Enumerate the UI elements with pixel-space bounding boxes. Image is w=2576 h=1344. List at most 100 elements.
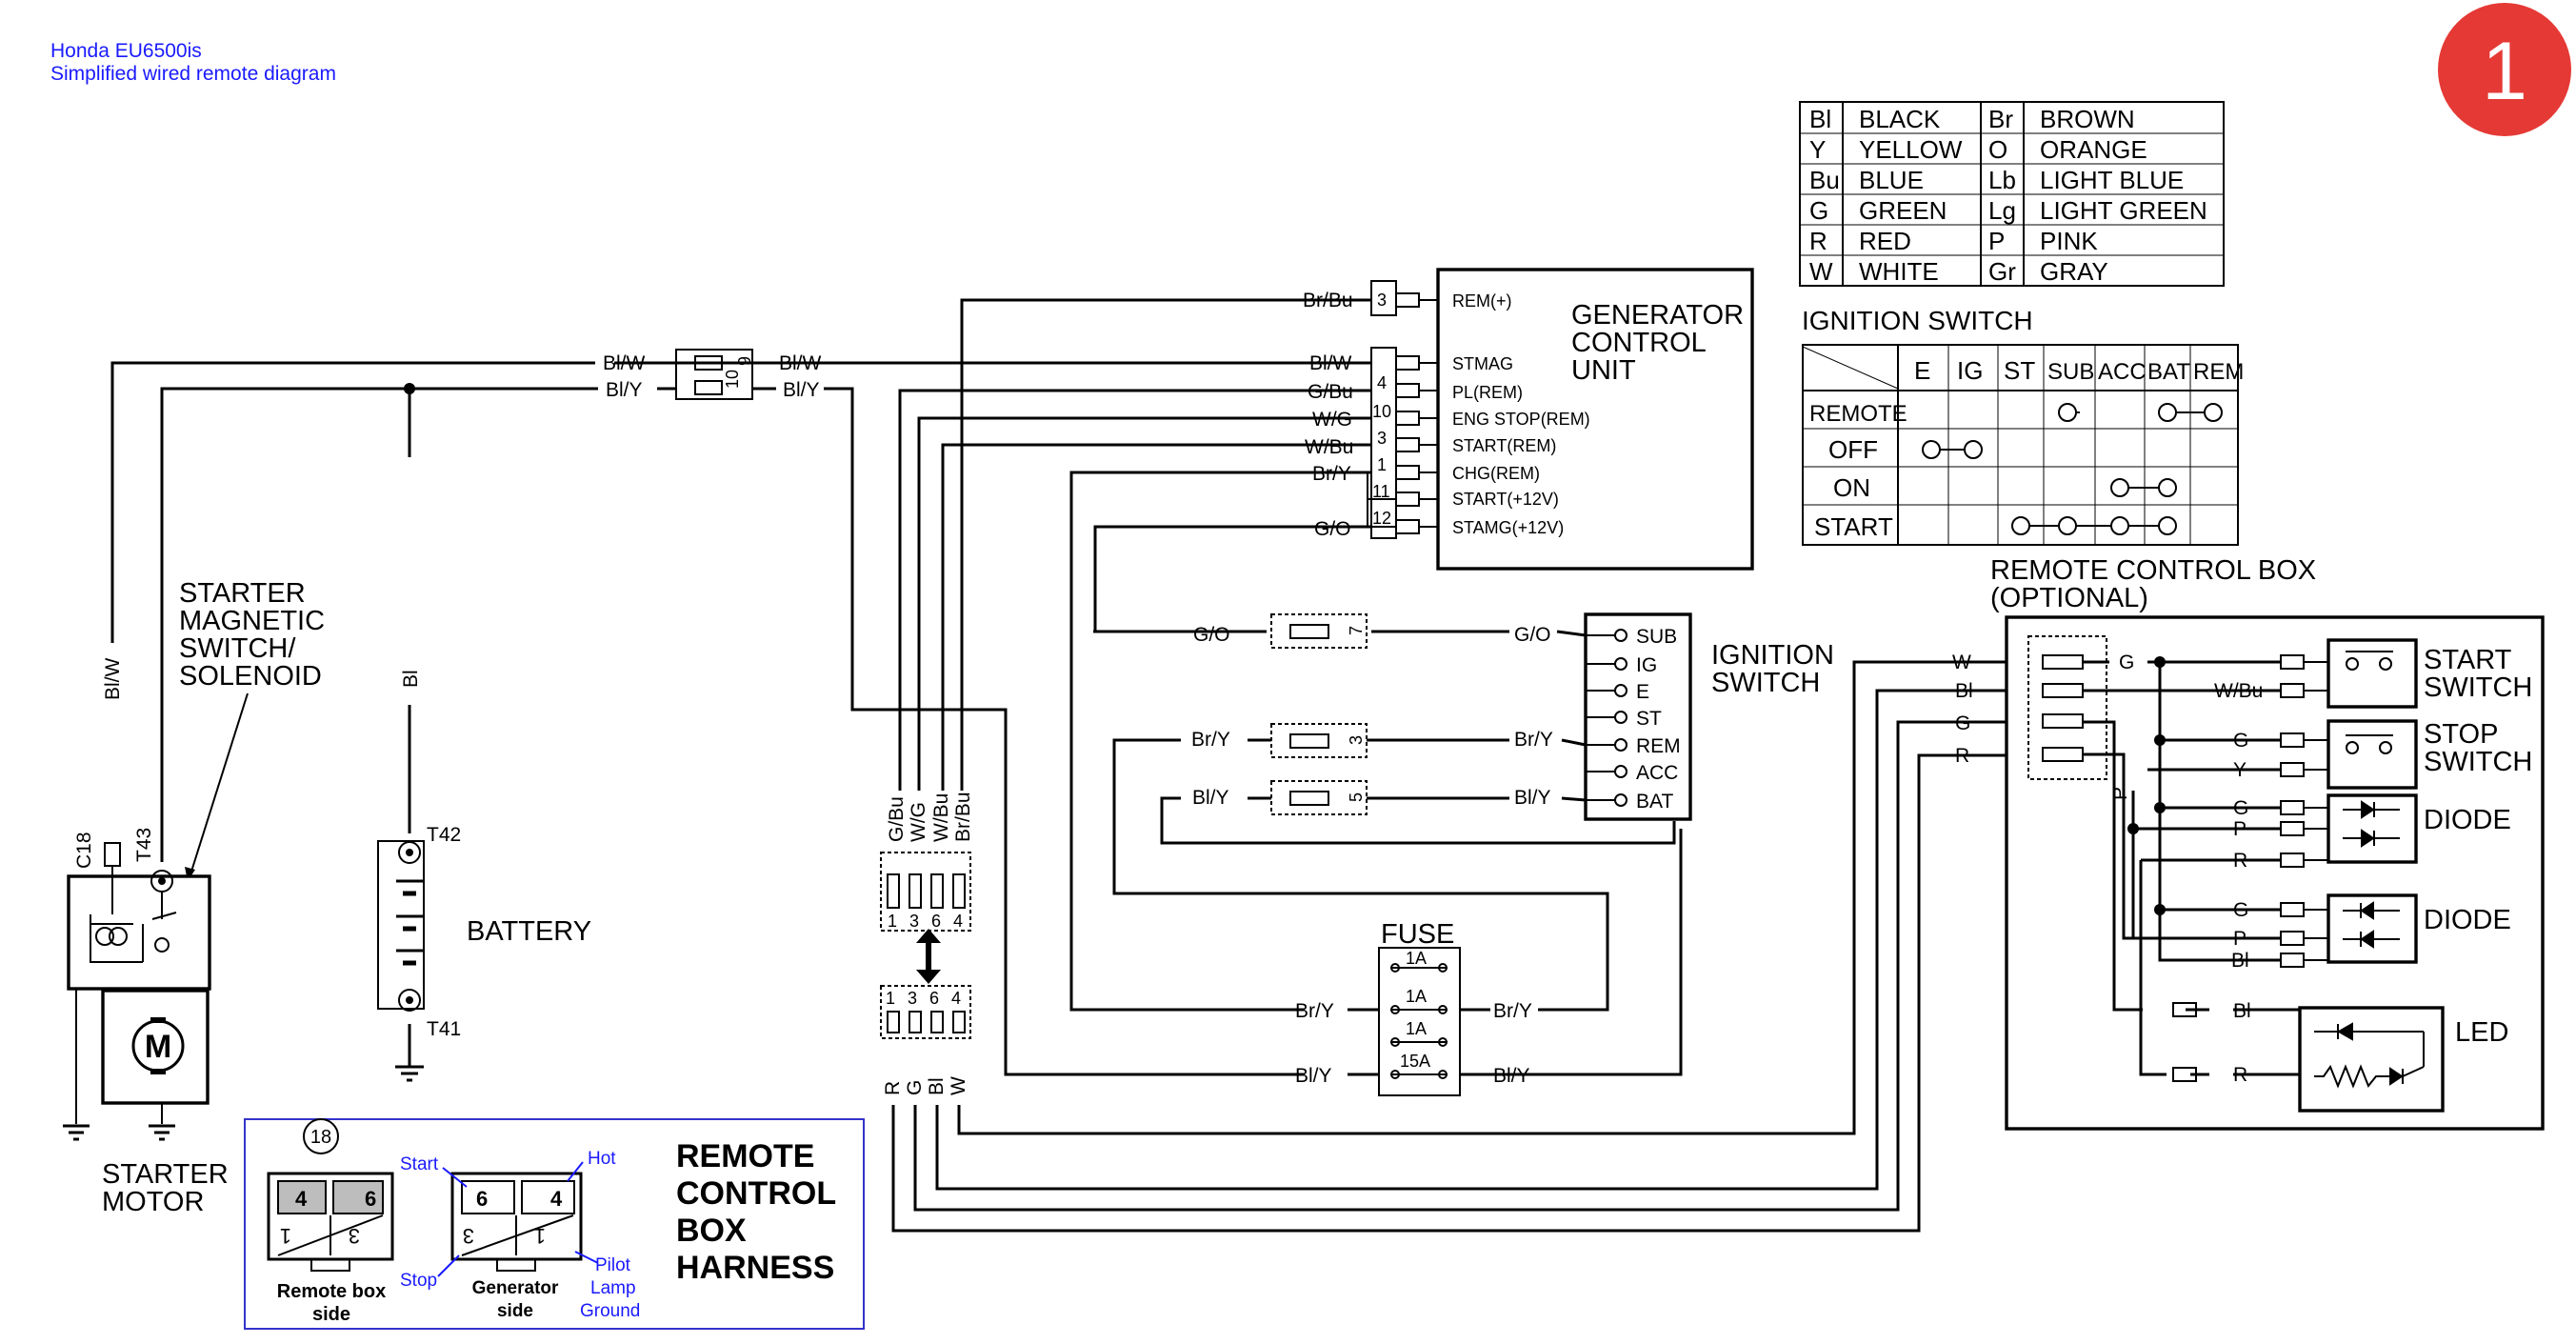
remote-internal-wire: P — [2233, 928, 2247, 950]
gcu-pin-number: 12 — [1372, 509, 1391, 528]
remote-internal-wire: G — [2233, 730, 2248, 752]
legend-code: G — [1809, 196, 1828, 225]
starter-motor-label: MOTOR — [102, 1187, 204, 1217]
harness-lower-wire: W — [948, 1076, 969, 1095]
inset-remote-pin: 3 — [349, 1224, 360, 1248]
remote-box-title: (OPTIONAL) — [1990, 583, 2148, 613]
starter-label: MAGNETIC — [179, 606, 325, 636]
inset-generator-side-label: side — [497, 1301, 533, 1321]
remote-internal-wire: G — [2233, 899, 2248, 921]
battery-terminal: T41 — [427, 1018, 461, 1040]
ignition-switch-title: IGNITION — [1711, 640, 1834, 671]
ignition-terminal: E — [1636, 681, 1649, 703]
fuse-rating: 1A — [1406, 1019, 1427, 1038]
gcu-pin-number: 3 — [1377, 291, 1387, 310]
ignition-col-header: E — [1914, 356, 1930, 385]
starter-label: SOLENOID — [179, 661, 322, 692]
legend-code: O — [1988, 135, 2007, 164]
header-subtitle: Simplified wired remote diagram — [50, 63, 336, 85]
starter-motor-label: STARTER — [102, 1159, 229, 1190]
harness-upper-pin: 1 — [888, 912, 897, 931]
fuse-wire-label: Br/Y — [1493, 1000, 1532, 1022]
legend-name: BLACK — [1859, 105, 1941, 133]
gcu-pin-label: PL(REM) — [1452, 383, 1523, 402]
inset-title: REMOTE — [676, 1138, 814, 1174]
ignition-col-header: BAT — [2147, 359, 2190, 385]
ignition-terminal: ST — [1636, 708, 1662, 730]
legend-name: YELLOW — [1859, 135, 1963, 164]
harness-upper-pin: 4 — [953, 912, 963, 931]
inset-callout: Ground — [580, 1301, 640, 1321]
ignition-switch-table: IGNITION SWITCH E IG ST SUB ACC BAT REM … — [1802, 306, 2244, 546]
component-label: SWITCH — [2424, 672, 2532, 703]
inset-connector-number: 18 — [310, 1127, 331, 1148]
fuse-block: FUSE 1A 1A 1A 15A Br/Y Bl/Y Br/Y Bl/Y — [1295, 919, 1532, 1096]
gcu-wire-label: W/Bu — [1305, 436, 1353, 458]
ignition-wire-label: Bl/Y — [1192, 787, 1229, 809]
remote-input-wire: W — [1952, 652, 1971, 673]
battery: Bl T42 T41 BATTERY — [377, 670, 591, 1082]
ignition-wire-label: G/O — [1193, 624, 1230, 646]
badge-number: 1 — [2482, 26, 2527, 117]
legend-name: WHITE — [1859, 257, 1939, 286]
ignition-terminal: REM — [1636, 735, 1681, 757]
harness-lower-pin: 6 — [929, 989, 939, 1008]
gcu-wiring — [614, 298, 1371, 1012]
remote-input-wire: R — [1955, 745, 1969, 767]
battery-label: BATTERY — [467, 916, 591, 947]
component-label: DIODE — [2424, 905, 2511, 935]
junction-dot — [404, 383, 415, 394]
inset-generator-pin: 4 — [550, 1187, 563, 1211]
inset-generator-pin: 1 — [534, 1224, 546, 1248]
gcu-pin-label: STMAG — [1452, 354, 1513, 373]
ignition-terminal: BAT — [1636, 791, 1673, 812]
fuse-rating: 1A — [1406, 949, 1427, 968]
gcu-pin-label: ENG STOP(REM) — [1452, 410, 1590, 429]
ignition-row-label: OFF — [1828, 435, 1878, 464]
remote-control-box: REMOTE CONTROL BOX (OPTIONAL) W Bl G R — [1952, 555, 2545, 1131]
legend-code: P — [1988, 227, 2005, 255]
gcu-wire-label: G/O — [1314, 518, 1351, 540]
legend-name: LIGHT BLUE — [2040, 166, 2184, 194]
legend-name: LIGHT GREEN — [2040, 196, 2207, 225]
remote-internal-wire: G — [2119, 652, 2134, 673]
legend-name: ORANGE — [2040, 135, 2147, 164]
remote-internal-wire: P — [2233, 818, 2247, 840]
component-label: START — [2424, 645, 2512, 675]
harness-lower-wire: Bl — [926, 1077, 948, 1095]
inset-remote-side-label: side — [312, 1304, 350, 1325]
legend-code: W — [1809, 257, 1833, 286]
starter-terminal: C18 — [73, 832, 95, 869]
junction-wire-label: Bl/Y — [606, 379, 643, 401]
gcu-pin-number: 1 — [1377, 455, 1387, 474]
inset-generator-side-label: Generator — [472, 1278, 559, 1298]
motor-symbol: M — [145, 1029, 171, 1065]
color-legend-table: Bl BLACK Br BROWN Y YELLOW O ORANGE Bu B… — [1799, 101, 2225, 287]
harness-upper-wire: Br/Bu — [952, 792, 974, 842]
inset-remote-side-label: Remote box — [277, 1281, 386, 1302]
harness-lower-wire: G — [904, 1080, 926, 1095]
legend-name: RED — [1859, 227, 1911, 255]
legend-name: PINK — [2040, 227, 2098, 255]
legend-name: GREEN — [1859, 196, 1947, 225]
junction-pin-number: 10 — [723, 370, 742, 389]
remote-internal-wire: R — [2233, 850, 2247, 872]
gcu-pin-number: 3 — [1377, 429, 1387, 448]
battery-wire-label: Bl — [400, 670, 422, 688]
main-wiring — [110, 361, 1305, 1076]
component-label: DIODE — [2424, 805, 2511, 835]
starter-wire-label: Bl/W — [102, 657, 124, 700]
component-label: SWITCH — [2424, 747, 2532, 777]
ignition-row-label: ON — [1833, 473, 1870, 502]
gcu-pin-number: 10 — [1372, 402, 1391, 421]
component-label: STOP — [2424, 719, 2498, 750]
remote-internal-wire: Bl — [2231, 950, 2249, 972]
harness-lower-pin: 4 — [951, 989, 961, 1008]
ignition-col-header: ACC — [2098, 359, 2147, 385]
gcu-pin-number: 4 — [1377, 373, 1387, 392]
ignition-wire-label: Br/Y — [1514, 729, 1553, 751]
generator-control-unit: GENERATOR CONTROL UNIT REM(+) STMAG PL(R… — [1303, 268, 1754, 571]
top-junction-connector: 10 9 Bl/W Bl/Y Bl/W Bl/Y — [603, 349, 822, 401]
legend-code: R — [1809, 227, 1827, 255]
